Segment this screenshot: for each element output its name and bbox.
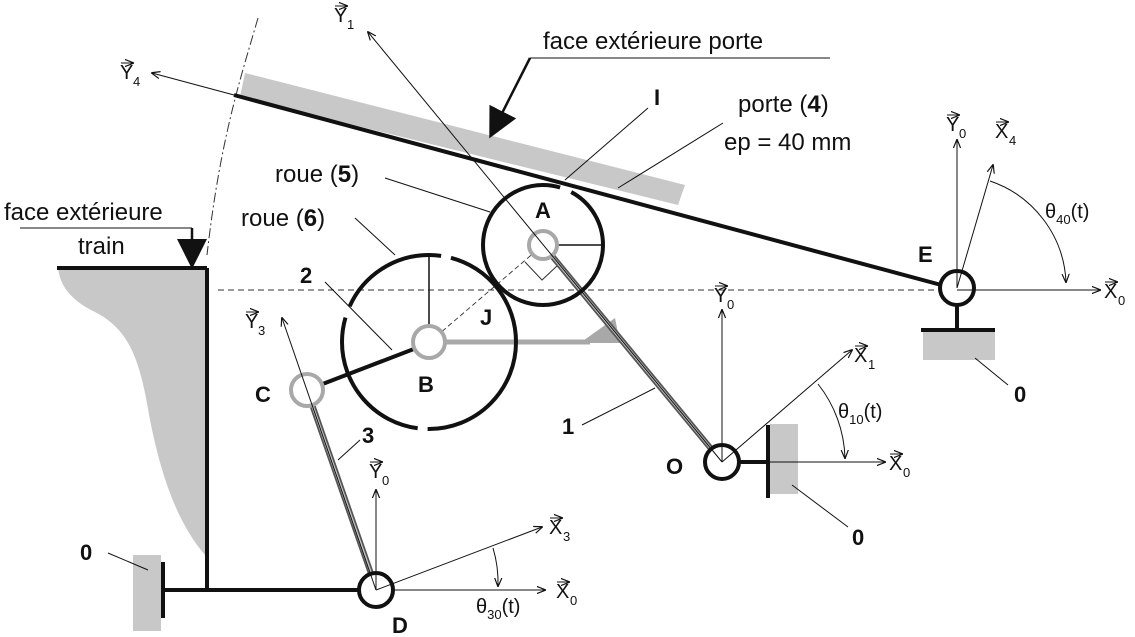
svg-text:X: X (995, 121, 1008, 143)
svg-text:Y: Y (334, 5, 347, 27)
ground-support-O (770, 424, 798, 494)
svg-text:0: 0 (570, 593, 577, 608)
svg-text:Y: Y (714, 285, 727, 307)
axis-Y3 (282, 318, 377, 591)
leader-2 (324, 281, 393, 351)
label-ep: ep = 40 mm (724, 129, 851, 156)
svg-text:Y: Y (245, 311, 258, 333)
svg-text:1: 1 (347, 17, 354, 32)
svg-text:Y: Y (946, 114, 959, 136)
line-A-B (431, 244, 544, 341)
point-C: C (255, 382, 271, 407)
ground-support-E (923, 332, 995, 360)
svg-text:Y: Y (369, 461, 382, 483)
point-J: J (480, 305, 492, 330)
leader-face-porte-arrow (489, 57, 532, 139)
axis-Y1 (368, 32, 723, 463)
svg-text:4: 4 (133, 74, 140, 89)
angle-label-theta10: θ10(t) (838, 401, 882, 427)
point-O: O (666, 454, 683, 479)
point-E: E (918, 242, 933, 267)
leader-porte (617, 122, 724, 189)
ground-support-D (133, 555, 161, 631)
link-2 (306, 340, 433, 392)
svg-text:3: 3 (563, 529, 570, 544)
part-3: 3 (362, 423, 374, 448)
part-1: 1 (562, 414, 574, 439)
leader-3 (337, 439, 361, 461)
svg-text:X: X (889, 453, 902, 475)
point-B: B (418, 372, 434, 397)
label-face-train-line1: face extérieure (4, 199, 163, 226)
door-4 (233, 93, 946, 288)
svg-text:X: X (556, 581, 569, 603)
leader-roue6 (354, 217, 396, 256)
part-2: 2 (300, 263, 312, 288)
svg-text:4: 4 (1009, 133, 1016, 148)
angle-arc-theta10 (817, 383, 845, 458)
ground-label-D: 0 (80, 540, 92, 565)
leader-I (564, 107, 649, 181)
label-porte: porte (4) (738, 91, 829, 118)
svg-text:X: X (549, 517, 562, 539)
leader-ground-O (791, 484, 849, 528)
leader-1 (581, 387, 656, 426)
svg-text:X: X (854, 345, 867, 367)
joint-B (411, 324, 447, 360)
leader-ground-E (974, 357, 1009, 386)
ground-label-E: 0 (1014, 382, 1026, 407)
label-roue-5: roue (5) (275, 161, 359, 188)
angle-label-theta40: θ40(t) (1045, 201, 1089, 227)
door-sweep-arc (206, 17, 259, 256)
right-angle-marker (524, 261, 559, 281)
axis-X1 (721, 350, 852, 463)
svg-text:0: 0 (382, 473, 389, 488)
svg-text:X: X (1104, 281, 1117, 303)
angle-arc-theta30 (492, 547, 498, 586)
label-roue-6: roue (6) (241, 205, 325, 232)
angle-label-theta30: θ30(t) (476, 596, 520, 622)
svg-text:0: 0 (903, 465, 910, 480)
svg-text:0: 0 (959, 126, 966, 141)
ground-label-O: 0 (852, 525, 864, 550)
leader-roue5 (384, 177, 491, 213)
axis-X4 (956, 165, 993, 289)
label-face-porte: face extérieure porte (543, 28, 763, 55)
svg-text:0: 0 (727, 297, 734, 312)
point-I: I (654, 85, 660, 110)
angle-arc-theta40 (989, 180, 1066, 282)
axis-Y4 (152, 73, 235, 96)
point-D: D (392, 613, 408, 637)
svg-text:0: 0 (1118, 293, 1125, 308)
svg-text:3: 3 (258, 323, 265, 338)
svg-text:1: 1 (868, 357, 875, 372)
leader-ground-D (107, 552, 149, 571)
svg-text:Y: Y (120, 62, 133, 84)
train-body-shading (58, 268, 205, 555)
point-A: A (535, 198, 551, 223)
label-face-train-line2: train (78, 233, 125, 260)
axis-X3 (375, 527, 542, 591)
